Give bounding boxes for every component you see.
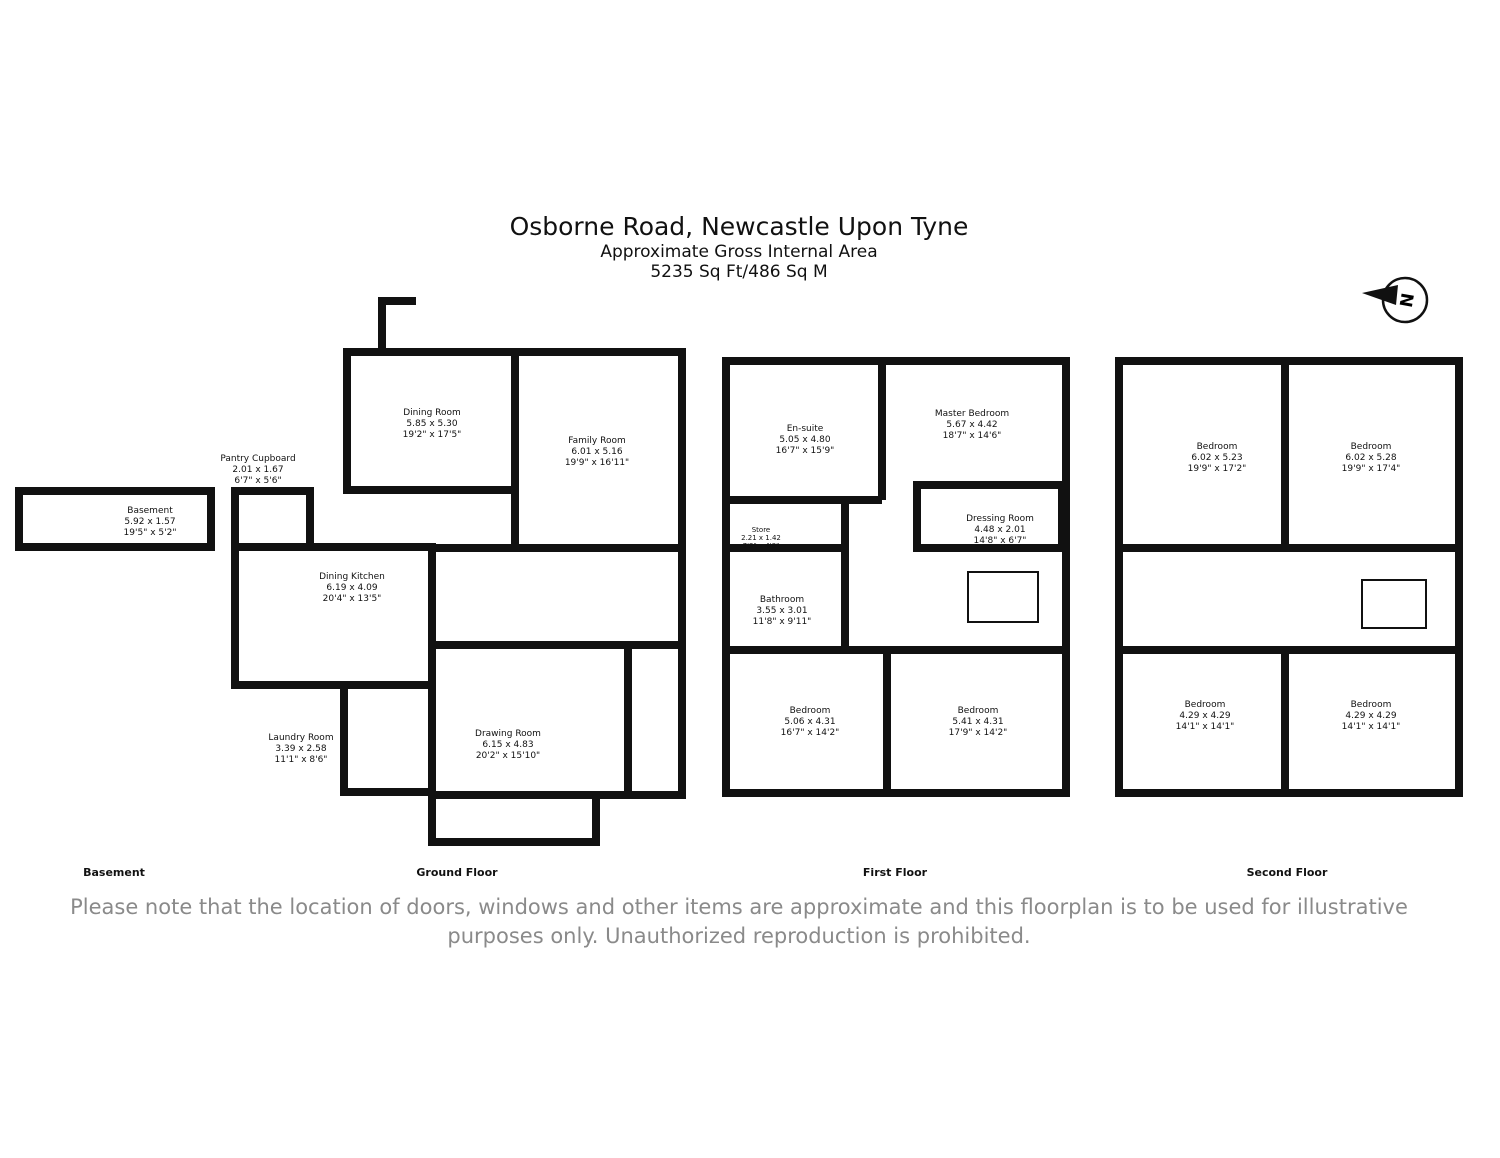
kitchen-walls — [231, 543, 436, 689]
dressing-room-walls — [913, 481, 1066, 552]
compass: N — [1362, 276, 1429, 324]
first-floor-stairwell — [967, 571, 1039, 623]
basement-walls — [15, 487, 215, 551]
floor-label-first: First Floor — [862, 866, 928, 879]
floor-label-second: Second Floor — [1246, 866, 1328, 879]
wc-walls — [624, 641, 686, 799]
pantry-walls — [231, 487, 314, 551]
north-arrow-icon — [1362, 285, 1398, 305]
floor-label-basement: Basement — [83, 866, 145, 879]
disclaimer-line-1: Please note that the location of doors, … — [70, 895, 1408, 919]
second-floor-stairwell — [1361, 579, 1427, 629]
total-area: 5235 Sq Ft/486 Sq M — [650, 262, 828, 282]
hall-walls — [428, 544, 686, 649]
laundry-walls — [340, 681, 436, 796]
disclaimer-line-2: purposes only. Unauthorized reproduction… — [447, 924, 1031, 948]
first-floor-outer-walls — [722, 357, 1070, 797]
plan-title: Osborne Road, Newcastle Upon Tyne — [509, 212, 969, 241]
floor-label-ground: Ground Floor — [416, 866, 498, 879]
dining-room-bay — [347, 297, 416, 356]
disclaimer: Please note that the location of doors, … — [0, 893, 1478, 951]
drawing-room-walls — [428, 641, 632, 799]
compass-label: N — [1397, 292, 1419, 309]
plan-subtitle: Approximate Gross Internal Area — [600, 242, 878, 262]
walls — [15, 297, 1463, 846]
drawing-room-bay — [428, 795, 600, 846]
